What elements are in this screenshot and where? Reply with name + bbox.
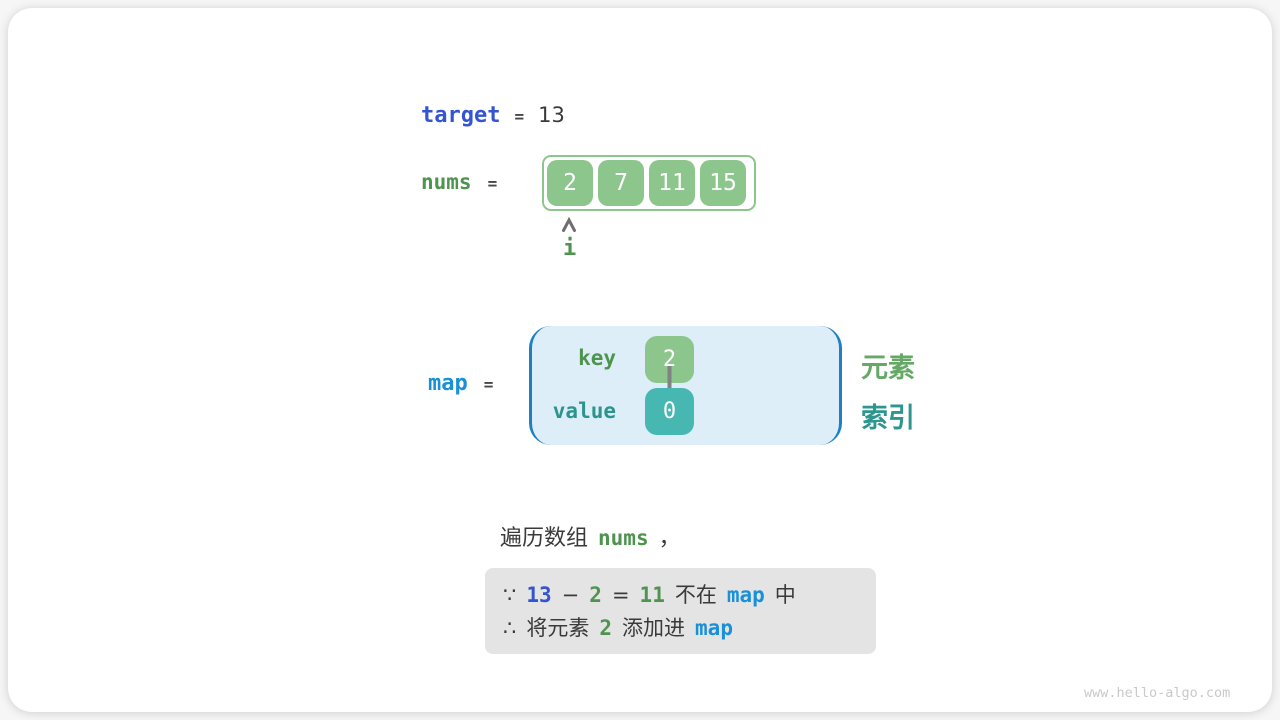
caption-prefix: 遍历数组 xyxy=(500,526,589,551)
nums-label-row: nums = xyxy=(421,170,497,194)
target-label: target xyxy=(421,103,501,128)
note-token: ∴ xyxy=(503,615,517,640)
note-token: 中 xyxy=(774,582,796,607)
index-pointer-caret-icon xyxy=(562,217,576,232)
note-line-2: ∴ 将元素 2 添加进 map xyxy=(503,612,858,644)
caption-comma: ， xyxy=(658,526,681,551)
map-value-cell: 0 xyxy=(645,388,694,435)
note-token: 2 xyxy=(589,582,602,607)
note-token: = xyxy=(611,582,630,607)
note-token: ∵ xyxy=(503,582,517,607)
nums-equals-sign: = xyxy=(487,174,498,193)
element-side-label: 元素 xyxy=(861,353,915,384)
note-token: 添加进 xyxy=(622,615,686,640)
target-row: target = 13 xyxy=(421,103,565,128)
note-token: 13 xyxy=(526,582,552,607)
array-cell: 2 xyxy=(547,160,593,206)
note-token: 不在 xyxy=(674,582,717,607)
array-cell: 7 xyxy=(598,160,644,206)
note-token: 将元素 xyxy=(526,615,590,640)
note-line-1: ∵ 13−2 = 11 不在 map 中 xyxy=(503,579,858,611)
target-equals-sign: = xyxy=(514,107,525,126)
caption-line: 遍历数组 nums ， xyxy=(500,520,681,552)
note-token: − xyxy=(561,582,580,607)
map-label: map xyxy=(428,371,468,396)
map-key-label: key xyxy=(578,346,616,370)
index-side-label: 索引 xyxy=(861,403,915,434)
index-pointer-label: i xyxy=(563,236,577,261)
reasoning-note-box: ∵ 13−2 = 11 不在 map 中 ∴ 将元素 2 添加进 map xyxy=(485,568,876,654)
note-token: 11 xyxy=(639,582,665,607)
note-token: map xyxy=(695,615,733,640)
nums-label: nums xyxy=(421,170,472,194)
site-watermark: www.hello-algo.com xyxy=(1084,685,1231,701)
map-value-label: value xyxy=(552,399,616,423)
array-cell: 11 xyxy=(649,160,695,206)
caption-code-token: nums xyxy=(598,526,649,550)
map-equals-sign: = xyxy=(483,375,494,394)
array-cell: 15 xyxy=(700,160,746,206)
note-token: 2 xyxy=(599,615,613,640)
map-label-row: map = xyxy=(428,371,493,396)
note-token: map xyxy=(726,582,765,607)
map-container: key 2 value 0 xyxy=(529,326,842,445)
target-value: 13 xyxy=(538,103,565,127)
